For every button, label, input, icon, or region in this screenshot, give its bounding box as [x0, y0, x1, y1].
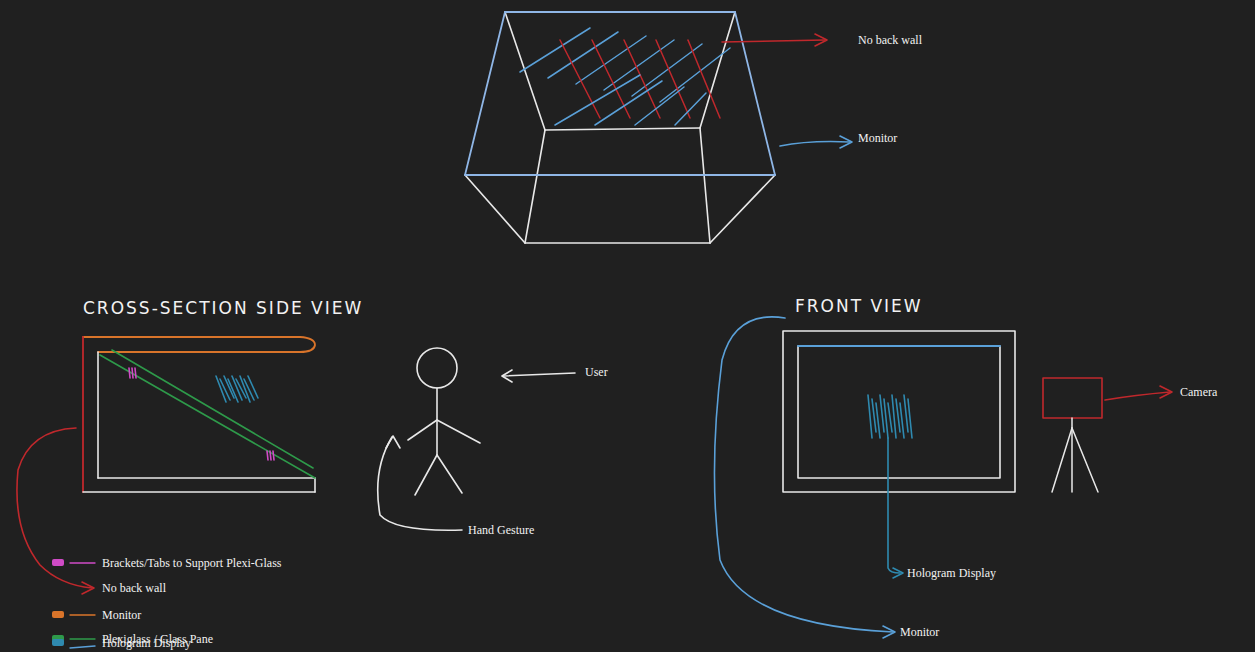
callout-label: Monitor [900, 625, 939, 639]
side-wall [82, 337, 84, 492]
hatch-stroke [900, 403, 904, 438]
hatch-stroke [868, 395, 872, 438]
screen-edge [798, 345, 1000, 347]
arrow-head [1160, 386, 1172, 398]
hatch-stroke [267, 451, 268, 460]
legend-swatch [52, 559, 64, 566]
hatch-stroke [884, 399, 888, 438]
hatch-stroke [132, 368, 133, 378]
screen-outline [798, 346, 1000, 478]
hatching [129, 368, 274, 460]
hatch-stroke [892, 395, 896, 438]
glass-pane [100, 355, 315, 478]
hatch-stroke [675, 93, 706, 125]
legend-swatch [52, 639, 64, 646]
arrow-head [840, 136, 852, 148]
enclosure-3d [465, 12, 775, 243]
arrow-head [893, 568, 903, 578]
tripod [1052, 418, 1098, 492]
hatch-stroke [876, 403, 880, 438]
view-heading: CROSS-SECTION SIDE VIEW [83, 298, 363, 318]
leader-line [70, 614, 95, 615]
camera-body [1043, 378, 1102, 418]
callout-label: Hologram Display [907, 566, 996, 580]
view-heading: FRONT VIEW [795, 296, 923, 316]
legend-text: Monitor [102, 608, 141, 622]
hatch-stroke [273, 451, 274, 460]
leader-line [714, 317, 893, 632]
hatch-stroke [555, 75, 640, 125]
hatch-stroke [270, 451, 271, 460]
callout-label: Camera [1180, 385, 1217, 399]
hatch-stroke [624, 40, 660, 118]
leader-line [722, 40, 825, 42]
leader-line [70, 562, 95, 563]
hatch-stroke [635, 87, 684, 125]
hatch-stroke [888, 403, 892, 432]
arrow-head [815, 34, 827, 46]
arrow-head [502, 370, 512, 382]
callout-label: No back wall [858, 33, 922, 47]
legend-text: Hologram Display [102, 636, 191, 650]
leader-line [503, 373, 575, 376]
leader-line [17, 428, 92, 588]
hatch-stroke [520, 28, 590, 72]
hatch-stroke [135, 368, 136, 378]
glass-pane [112, 350, 313, 468]
hatch-stroke [604, 40, 674, 90]
monitor-outline [465, 12, 775, 175]
legend-swatch [52, 611, 64, 618]
callout-label: Hand Gesture [468, 523, 534, 537]
hatch-stroke [560, 40, 600, 118]
hatching [868, 395, 912, 438]
monitor-band [83, 337, 315, 352]
hatch-stroke [595, 81, 662, 125]
hatch-stroke [632, 44, 702, 96]
hatch-stroke [656, 40, 690, 118]
arrow-head [82, 582, 94, 594]
hatch-stroke [908, 399, 912, 438]
leader-line [70, 646, 95, 648]
legend-text: No back wall [102, 581, 166, 595]
callout-label: User [585, 365, 608, 379]
arrow-head [883, 626, 895, 638]
leader-line [378, 437, 462, 530]
hatching [520, 28, 730, 125]
monitor-frame [783, 331, 1015, 492]
callout-label: Monitor [858, 131, 897, 145]
hatch-stroke [248, 376, 258, 398]
leader-line [70, 638, 95, 639]
hatch-stroke [244, 379, 254, 400]
user-figure [408, 348, 480, 495]
legend-text: Brackets/Tabs to Support Plexi-Glass [102, 556, 281, 570]
leader-line [888, 438, 900, 573]
hatch-stroke [228, 379, 238, 402]
enclosure-side [83, 352, 315, 492]
arrow-head [386, 436, 400, 448]
leader-line [1105, 392, 1170, 400]
leader-line [780, 142, 850, 147]
hatch-stroke [129, 368, 130, 378]
